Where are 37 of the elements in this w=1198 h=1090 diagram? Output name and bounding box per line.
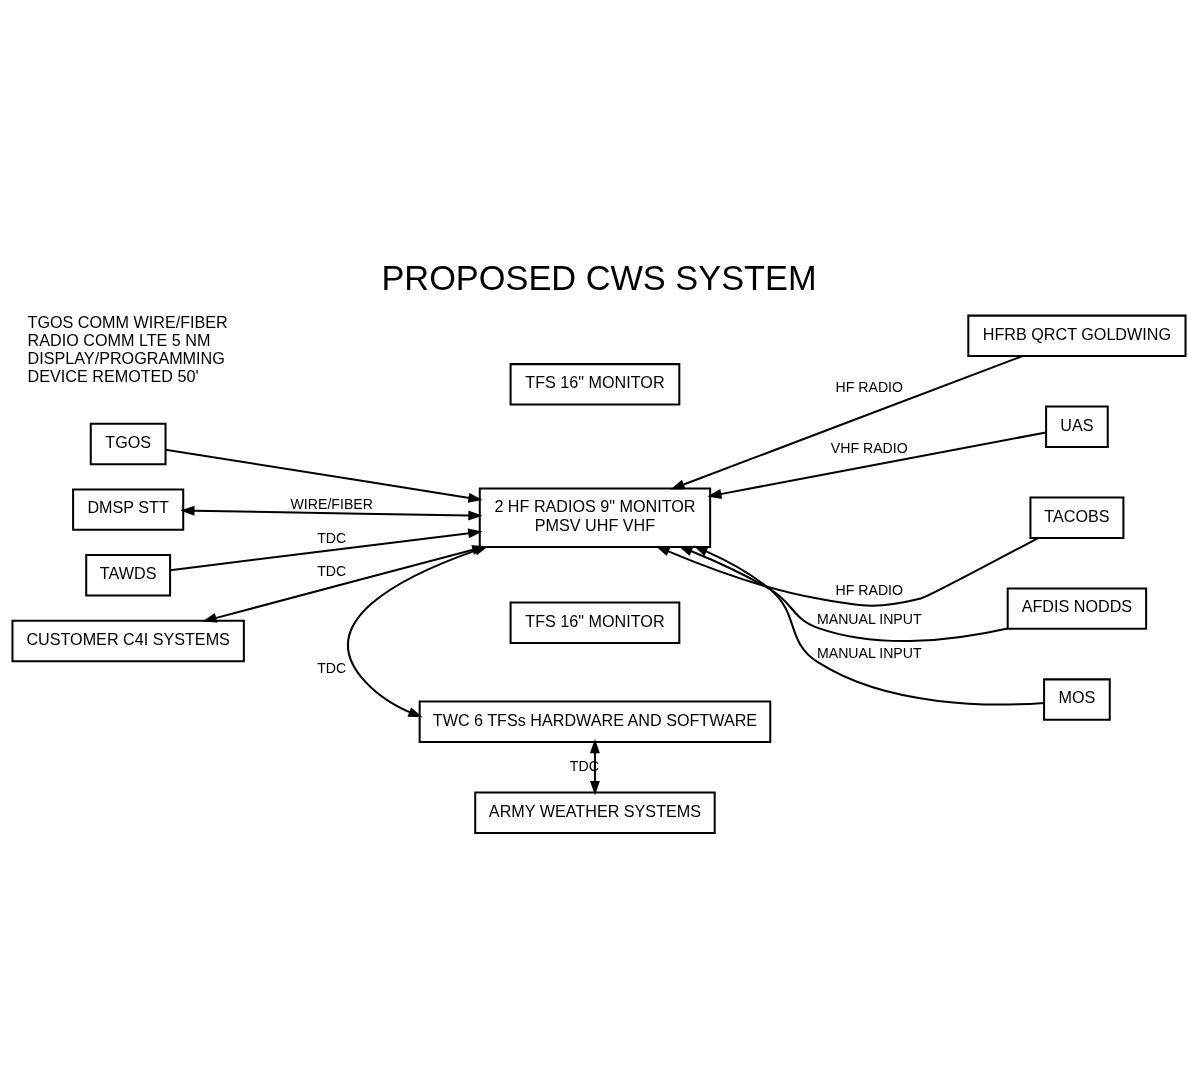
arrow	[170, 527, 483, 571]
node-box: TACOBS	[1029, 496, 1125, 539]
node-box: UAS	[1045, 405, 1109, 448]
label: RADIO COMM LTE 5 NM	[27, 330, 211, 349]
edge-label: TDC	[317, 659, 347, 676]
edge-label: MANUAL INPUT	[816, 610, 922, 627]
node-box: TWC 6 TFSs HARDWARE AND SOFTWARE	[418, 700, 772, 743]
node-box: MOS	[1043, 677, 1111, 721]
edge-label: HF RADIO	[835, 581, 904, 598]
edge-label: TDC	[317, 529, 347, 546]
node-box: HFRB QRCT GOLDWING	[967, 314, 1187, 357]
node-box: CUSTOMER C4I SYSTEMS	[11, 619, 245, 662]
node-box: TFS 16" MONITOR	[509, 601, 681, 644]
arrow	[693, 545, 1045, 706]
arrow	[180, 505, 483, 520]
edge-label: TDC	[317, 562, 347, 579]
arrow	[590, 738, 600, 795]
node-box: TAWDS	[85, 553, 172, 596]
node-box: TFS 16" MONITOR	[509, 362, 681, 406]
diagram-title: PROPOSED CWS SYSTEM	[381, 258, 817, 297]
edge-label: MANUAL INPUT	[816, 644, 922, 661]
label: DISPLAY/PROGRAMMING	[27, 348, 225, 367]
edge-label: WIRE/FIBER	[290, 495, 373, 512]
label: TGOS COMM WIRE/FIBER	[27, 312, 228, 331]
arrow	[655, 536, 1039, 607]
node-box: DMSP STT	[72, 487, 185, 531]
edge-label: VHF RADIO	[830, 439, 908, 456]
node-box: 2 HF RADIOS 9" MONITOR PMSV UHF VHF	[478, 486, 712, 548]
edge-label: HF RADIO	[835, 378, 904, 395]
node-box: TGOS	[89, 422, 167, 465]
node-box: AFDIS NODDS	[1006, 586, 1148, 630]
arrow	[678, 545, 1008, 642]
arrow	[165, 448, 483, 503]
arrow	[707, 430, 1047, 499]
arrow	[670, 354, 1023, 489]
node-box: ARMY WEATHER SYSTEMS	[474, 791, 716, 834]
label: DEVICE REMOTED 50'	[27, 366, 199, 385]
